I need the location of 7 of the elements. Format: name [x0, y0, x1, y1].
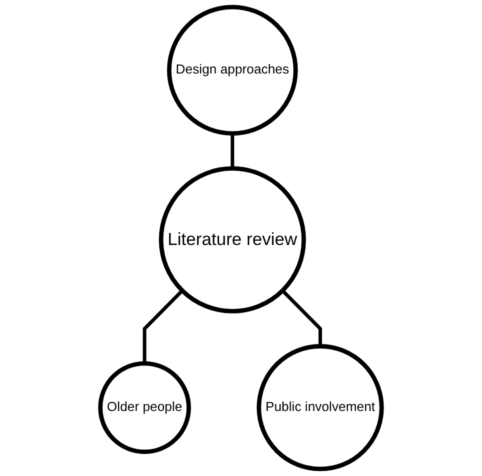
connector [230, 133, 234, 168]
connector [281, 289, 322, 346]
connector [142, 289, 184, 364]
node-circle: Design approaches [167, 4, 298, 136]
node-circle: Literature review [158, 166, 306, 314]
node-circle: Public involvement [256, 344, 384, 472]
node-circle: Older people [98, 361, 191, 454]
